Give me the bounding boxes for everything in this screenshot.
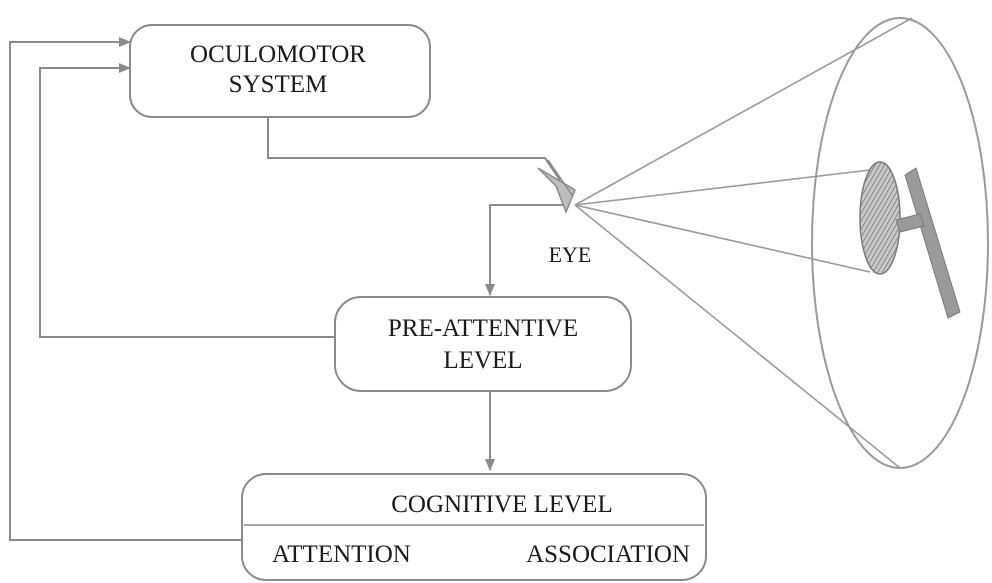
cognitive-attention-label: ATTENTION xyxy=(272,541,411,568)
oculomotor-system-node: OCULOMOTOR SYSTEM xyxy=(129,24,431,118)
cognitive-title: COGNITIVE LEVEL xyxy=(391,491,612,518)
eye-icon xyxy=(537,159,576,215)
preattentive-label-line1: PRE-ATTENTIVE xyxy=(388,315,578,342)
cognitive-level-node: COGNITIVE LEVEL ATTENTION ASSOCIATION xyxy=(241,473,707,581)
oculomotor-label-line2: SYSTEM xyxy=(229,71,328,98)
oculomotor-label-line1: OCULOMOTOR xyxy=(190,41,366,68)
scene-letter-icon xyxy=(859,161,961,319)
visual-cone xyxy=(574,17,913,469)
eye-label: EYE xyxy=(549,242,592,267)
cognitive-to-oculomotor-arrow xyxy=(9,37,242,541)
preattentive-label-line2: LEVEL xyxy=(443,347,522,374)
viewed-scene-ellipse xyxy=(811,17,989,469)
preattentive-level-node: PRE-ATTENTIVE LEVEL xyxy=(334,296,632,392)
preattentive-to-oculomotor-arrow xyxy=(39,63,335,338)
cognitive-association-label: ASSOCIATION xyxy=(526,541,690,568)
feedback-connectors xyxy=(9,37,335,541)
oculomotor-to-eye-connector xyxy=(267,118,561,181)
eye-to-preattentive-arrow xyxy=(485,204,568,296)
